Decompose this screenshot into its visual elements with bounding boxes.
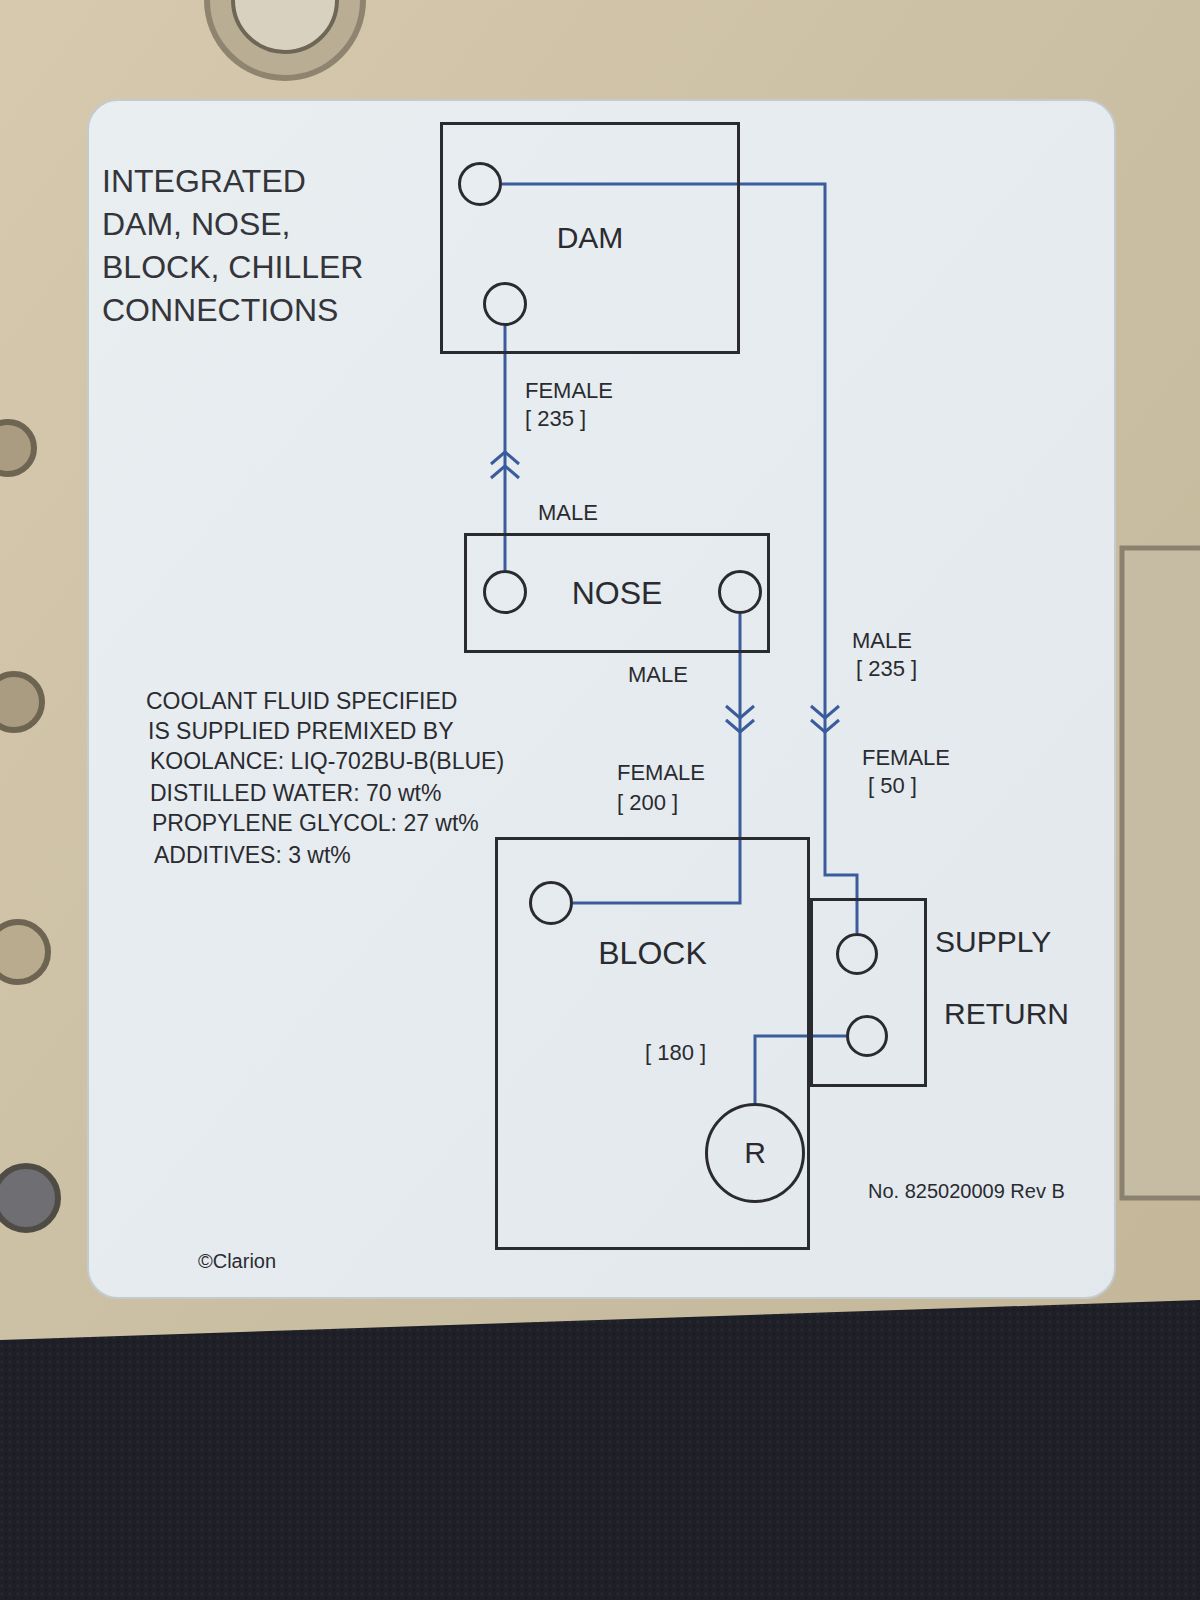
title-slot: INTEGRATED DAM, NOSE, BLOCK, CHILLER CON… bbox=[102, 160, 374, 332]
outside-label-slot: SUPPLY bbox=[935, 925, 1051, 960]
label-slot: [ 235 ] bbox=[856, 656, 917, 681]
copyright: ©Clarion bbox=[198, 1250, 276, 1273]
coolant-note: PROPYLENE GLYCOL: 27 wt% bbox=[152, 810, 479, 836]
port-circle bbox=[529, 881, 573, 925]
label-slot: MALE bbox=[852, 628, 912, 653]
plate-boss-inner bbox=[233, 0, 337, 52]
label-slot: FEMALE bbox=[617, 760, 705, 785]
label-slot: FEMALE bbox=[862, 745, 950, 770]
label-sticker bbox=[88, 100, 1115, 1298]
label-slot: ©Clarion bbox=[198, 1250, 276, 1273]
hose-length: [ 235 ] bbox=[525, 406, 586, 431]
label-slot: [ 200 ] bbox=[617, 790, 678, 815]
connector-gender: FEMALE bbox=[525, 378, 613, 403]
chiller-port-box: SUPPLYRETURN bbox=[810, 898, 927, 1087]
coupling-chevron bbox=[491, 452, 519, 464]
node-name: R bbox=[744, 1136, 766, 1171]
mount-hole bbox=[0, 922, 48, 982]
nose-box: NOSE bbox=[464, 533, 770, 653]
hose-length: [ 50 ] bbox=[868, 773, 917, 798]
coolant-note: ADDITIVES: 3 wt% bbox=[154, 842, 351, 868]
coolant-hose bbox=[502, 184, 857, 933]
plate-boss bbox=[207, 0, 363, 78]
coolant-note: COOLANT FLUID SPECIFIED bbox=[146, 688, 457, 714]
coupling-chevron bbox=[811, 706, 839, 718]
port-circle bbox=[846, 1015, 888, 1057]
hose-length: [ 180 ] bbox=[645, 1040, 706, 1065]
label-slot: FEMALE bbox=[525, 378, 613, 403]
port-circle bbox=[718, 570, 762, 614]
part-number: No. 825020009 Rev B bbox=[868, 1180, 1065, 1203]
connector-gender: MALE bbox=[628, 662, 688, 687]
label-slot: [ 235 ] bbox=[525, 406, 586, 431]
mount-hole bbox=[0, 422, 34, 474]
coolant-hose bbox=[573, 614, 740, 903]
node-name: BLOCK bbox=[598, 935, 706, 972]
dam-box: DAM bbox=[440, 122, 740, 354]
label-slot: DISTILLED WATER: 70 wt% bbox=[150, 780, 441, 806]
connector-gender: MALE bbox=[852, 628, 912, 653]
node-name: DAM bbox=[557, 221, 624, 256]
label-slot: KOOLANCE: LIQ-702BU-B(BLUE) bbox=[150, 748, 504, 774]
label-slot: MALE bbox=[628, 662, 688, 687]
label-slot: COOLANT FLUID SPECIFIED bbox=[146, 688, 457, 714]
label-slot: IS SUPPLIED PREMIXED BY bbox=[148, 718, 453, 744]
node-name: NOSE bbox=[572, 575, 663, 612]
label-slot: PROPYLENE GLYCOL: 27 wt% bbox=[152, 810, 479, 836]
mount-hole bbox=[0, 674, 42, 730]
diagram-title: INTEGRATED DAM, NOSE, BLOCK, CHILLER CON… bbox=[102, 160, 374, 332]
coolant-note: IS SUPPLIED PREMIXED BY bbox=[148, 718, 453, 744]
port-circle bbox=[483, 282, 527, 326]
coolant-note: KOOLANCE: LIQ-702BU-B(BLUE) bbox=[150, 748, 504, 774]
carpet bbox=[0, 1300, 1200, 1600]
label-slot: [ 180 ] bbox=[645, 1040, 706, 1065]
coolant-hose bbox=[755, 1036, 846, 1103]
label-slot: [ 50 ] bbox=[868, 773, 917, 798]
label-slot: ADDITIVES: 3 wt% bbox=[154, 842, 351, 868]
connector-gender: MALE bbox=[538, 500, 598, 525]
coupling-chevron bbox=[491, 466, 519, 478]
coupling-chevron bbox=[726, 706, 754, 718]
port-label: RETURN bbox=[944, 997, 1069, 1032]
hose-length: [ 200 ] bbox=[617, 790, 678, 815]
connector-gender: FEMALE bbox=[617, 760, 705, 785]
port-circle bbox=[836, 933, 878, 975]
metal-bracket bbox=[1122, 548, 1200, 1198]
mount-hole bbox=[0, 1166, 58, 1230]
hose-length: [ 235 ] bbox=[856, 656, 917, 681]
connector-gender: FEMALE bbox=[862, 745, 950, 770]
label-slot: MALE bbox=[538, 500, 598, 525]
reservoir-circle: R bbox=[705, 1103, 805, 1203]
coupling-chevron bbox=[726, 720, 754, 732]
coolant-note: DISTILLED WATER: 70 wt% bbox=[150, 780, 441, 806]
outside-label-slot: RETURN bbox=[944, 997, 1069, 1032]
coupling-chevron bbox=[811, 720, 839, 732]
port-circle bbox=[458, 162, 502, 206]
label-slot: No. 825020009 Rev B bbox=[868, 1180, 1065, 1203]
port-label: SUPPLY bbox=[935, 925, 1051, 960]
port-circle bbox=[483, 570, 527, 614]
